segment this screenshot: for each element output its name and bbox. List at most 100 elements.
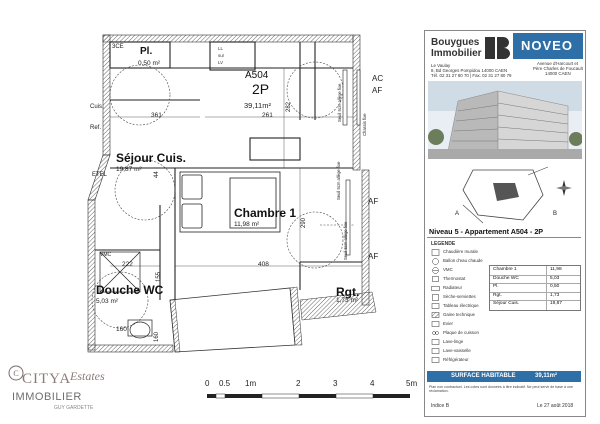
view-label-a: A — [455, 211, 460, 217]
project-name: NOVEO — [521, 38, 573, 53]
dim-155: 155 — [156, 271, 162, 282]
seuil-label-1: Seuil 5cm allège fixe — [337, 83, 342, 122]
bed — [179, 171, 281, 233]
table-row: Douche WC 5,03 — [490, 275, 580, 284]
room-name-chambre: Chambre 1 — [234, 206, 297, 220]
dim-408: 408 — [258, 261, 269, 268]
site-address-3: 14000 CAEN — [545, 71, 571, 76]
address-line-3: Tél. 02 31 27 80 70 | Fax. 02 31 27 80 7… — [431, 73, 512, 78]
room-area-sejour: 19,87 m² — [116, 166, 142, 173]
seuil-label-2: Seuil 5cm allège fixe — [336, 161, 341, 200]
dim-44: 44 — [154, 171, 160, 178]
legend-symbol: Ballon d'eau chaude — [443, 258, 483, 263]
apartment-code: A504 — [245, 70, 269, 81]
surface-label: SURFACE HABITABLE — [451, 373, 516, 379]
sur-label: sur — [218, 53, 225, 58]
dim-160b: 160 — [154, 331, 160, 342]
legend-symbol: Réfrigérateur — [443, 357, 469, 362]
ll-label: LL — [218, 46, 223, 51]
legend-symbol: Evier — [443, 321, 454, 326]
legend-room-area: 5,03 — [550, 275, 560, 281]
address-line-1: Le Vaulay — [431, 63, 451, 68]
legend-symbol: Plaque de cuisson — [443, 330, 479, 335]
legend-symbol: Gaine technique — [443, 312, 475, 317]
legend-room-name: Rgt. — [493, 292, 502, 298]
scale-tick-0: 0 — [205, 379, 210, 388]
north-arrow-icon — [556, 180, 572, 196]
project-banner: NOVEO — [513, 33, 583, 59]
scale-tick-4: 4 — [370, 379, 375, 388]
af-label: AF — [372, 86, 383, 95]
surface-value: 39,11m² — [535, 373, 558, 379]
company-name-1: Bouygues — [431, 37, 480, 48]
table-row: Rgt. 1,73 — [490, 292, 580, 301]
legend-symbol: Lave-linge — [443, 339, 464, 344]
legend-symbol: Tableau électrique — [443, 303, 479, 308]
address-line-2: 8, Bd Georges Pompidou 14000 CAEN — [431, 68, 508, 73]
divider — [427, 237, 581, 238]
ar-label: AF — [368, 252, 379, 261]
index-label: Indice B — [431, 403, 450, 409]
title-block: Bouygues Immobilier NOVEO Le Vaulay 8, B… — [424, 30, 586, 417]
table-row: Chambre 1 11,98 — [490, 266, 580, 276]
citya-watermark: C CITYA Estates IMMOBILIER GUY GARDETTE — [8, 365, 108, 415]
room-name-pl: Pl. — [140, 46, 153, 57]
scale-tick-05: 0.5 — [219, 379, 231, 388]
scale-tick-5m: 5m — [406, 379, 418, 388]
legend-symbol: Chaudière murale — [443, 249, 478, 254]
legend-room-area: 1,73 — [550, 292, 560, 298]
footnote: Plan non contractuel. Les cotes sont don… — [429, 385, 574, 394]
legend-room-area: 19,87 — [550, 301, 563, 306]
citya-sub: GUY GARDETTE — [54, 405, 94, 411]
scale-bar — [207, 393, 410, 399]
site-plan-diagram — [462, 166, 549, 224]
legend-room-name: Séjour Cuis. — [493, 301, 520, 306]
citya-script: Estates — [70, 369, 105, 383]
room-name-rgt: Rgt. — [336, 285, 360, 299]
dim-282: 282 — [286, 101, 292, 112]
bouygues-logo-icon — [485, 37, 510, 59]
apartment-total-area: 39,11m² — [244, 101, 271, 110]
dim-361: 361 — [151, 112, 162, 119]
bathroom-fixtures — [99, 251, 153, 339]
site-address-2: Père Charles de Foucault — [533, 66, 583, 71]
legend-symbol: VMC — [443, 267, 453, 272]
room-area-pl: 0,50 m² — [138, 60, 161, 67]
legend-symbol: Lave-vaisselle — [443, 348, 471, 353]
scale-tick-2: 2 — [296, 379, 301, 388]
dim-160: 160 — [116, 326, 127, 333]
table-divider — [546, 266, 547, 310]
building-rendering — [428, 81, 582, 159]
lv-label: LV — [218, 60, 224, 65]
scale-tick-3: 3 — [333, 379, 338, 388]
legend-symbol: Sèche-serviettes — [443, 294, 476, 299]
dimension-lines — [110, 68, 362, 267]
svg-text:C: C — [13, 369, 18, 378]
table-row: Pl. 0,50 — [490, 283, 580, 293]
dim-261: 261 — [262, 112, 273, 119]
exterior-walls — [87, 34, 377, 353]
legend-symbol: Radiateur — [443, 285, 463, 290]
etel-label: ETEL — [92, 172, 108, 178]
legend-room-area: 11,98 — [550, 267, 562, 272]
legend-room-name: Chambre 1 — [493, 267, 517, 272]
company-name-2: Immobilier — [431, 48, 482, 59]
af2-label: AF — [368, 197, 379, 206]
citya-brand: CITYA — [22, 371, 72, 387]
citya-line: IMMOBILIER — [12, 391, 82, 403]
legend-room-name: Pl. — [493, 284, 499, 289]
legend-areas-table: Chambre 1 11,98 Douche WC 5,03 Pl. 0,50 … — [489, 265, 581, 311]
scale-tick-1m: 1m — [245, 379, 257, 388]
legend-title: LEGENDE — [431, 241, 456, 247]
dim-290: 290 — [301, 217, 307, 228]
dim-222: 222 — [122, 261, 133, 268]
cuis-label: Cuis. — [90, 104, 104, 110]
tce-label: 3CE — [112, 44, 124, 50]
chassis-label: Chassis fixe — [362, 113, 367, 136]
table-row: Séjour Cuis. 19,87 — [490, 300, 580, 309]
section-title: Niveau 5 - Appartement A504 - 2P — [429, 227, 544, 236]
ac-label: AC — [372, 74, 384, 83]
ref-label: Ref. — [90, 125, 102, 131]
surface-habitable-band: SURFACE HABITABLE 39,11m² — [427, 371, 581, 382]
